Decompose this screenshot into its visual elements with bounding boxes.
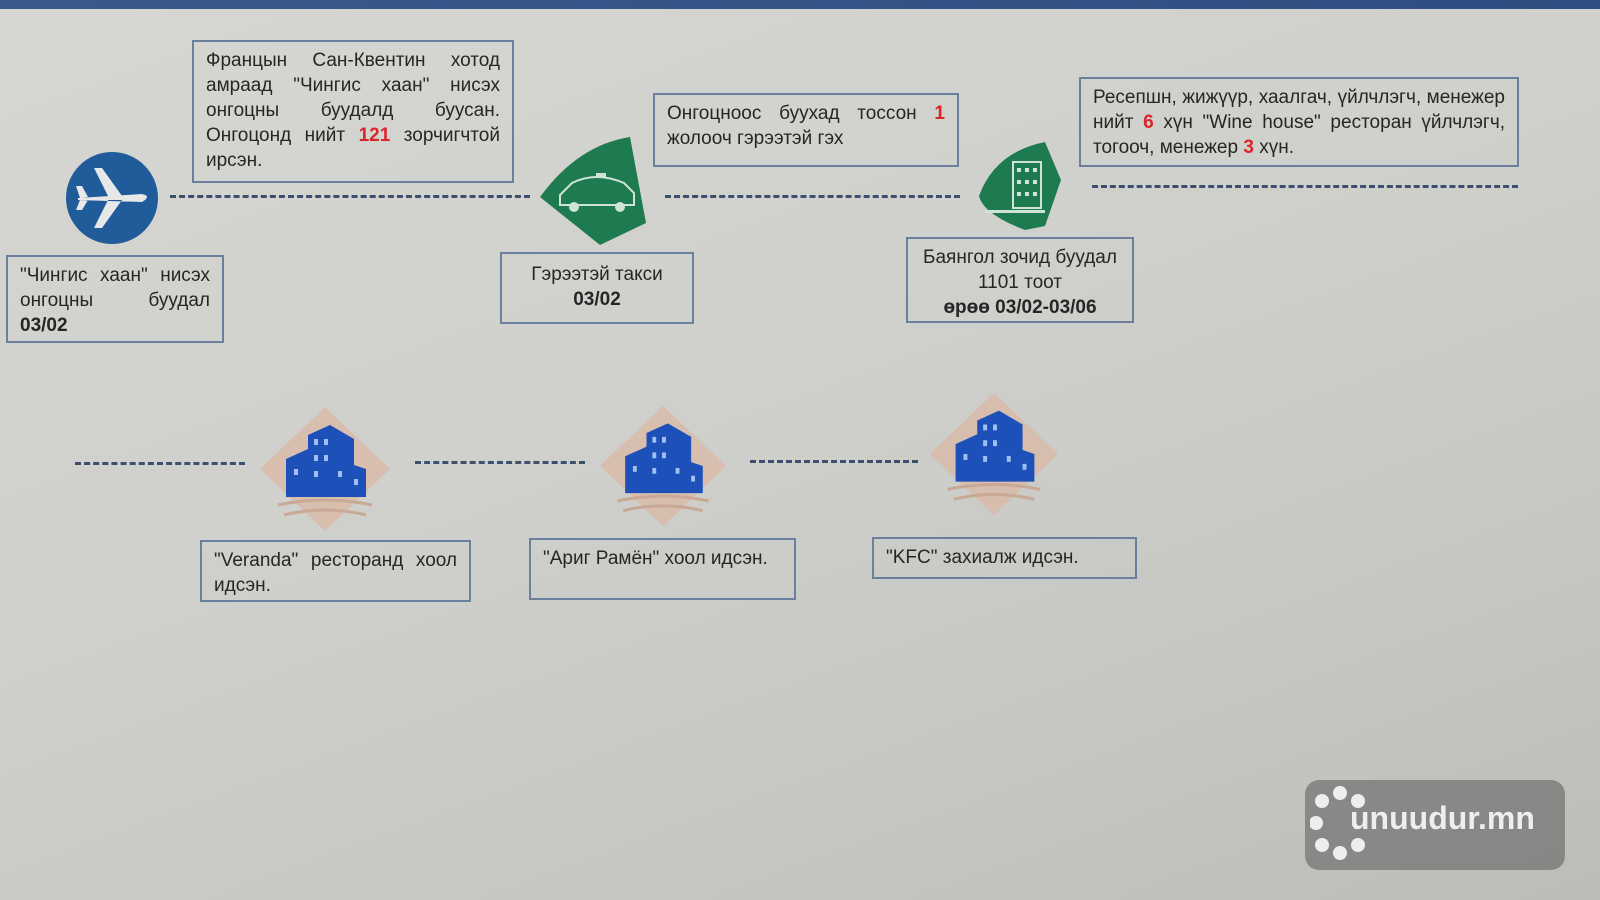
top-bar: [0, 0, 1600, 9]
building-icon: [599, 405, 727, 527]
connector-line: [170, 195, 530, 198]
veranda-box: "Veranda" ресторанд хоол идсэн.: [200, 540, 471, 602]
driver-note-box: Онгоцноос буухад тоссон 1 жолооч гэрээтэ…: [653, 93, 959, 167]
building-icon: [929, 392, 1059, 516]
staff-note-text-2: хүн "Wine house" ресторан үйлчлэгч, того…: [1093, 112, 1505, 158]
taxi-date: 03/02: [573, 289, 621, 310]
connector-line: [1092, 185, 1518, 188]
connector-line: [415, 461, 585, 464]
connector-line: [665, 195, 960, 198]
arig-box: "Ариг Рамён" хоол идсэн.: [529, 538, 796, 600]
driver-note-text-end: жолооч гэрээтэй гэх: [667, 128, 844, 149]
taxi-icon: [540, 137, 646, 245]
hotel-title: Баянгол зочид буудал 1101 тоот: [923, 247, 1117, 293]
building-icon: [260, 407, 390, 531]
arrival-note-box: Францын Сан-Квентин хотод амраад "Чингис…: [192, 40, 514, 183]
taxi-box: Гэрээтэй такси 03/02: [500, 252, 694, 324]
airport-label: "Чингис хаан" нисэх онгоцны буудал: [20, 265, 210, 311]
watermark-background: [1305, 780, 1565, 870]
arrival-note-text: Францын Сан-Квентин хотод амраад "Чингис…: [206, 50, 500, 146]
kfc-text: "KFC" захиалж идсэн.: [886, 547, 1079, 568]
staff-note-box: Ресепшн, жижүүр, хаалгач, үйлчлэгч, мене…: [1079, 77, 1519, 167]
driver-note-text: Онгоцноос буухад тоссон: [667, 103, 935, 124]
airplane-icon: [66, 152, 158, 244]
watermark-dots-icon: [1310, 786, 1365, 860]
airport-date: 03/02: [20, 315, 68, 336]
hotel-box: Баянгол зочид буудал 1101 тоот өрөө 03/0…: [906, 237, 1134, 323]
arrival-note-text-end: зорчигчтой ирсэн.: [206, 125, 500, 171]
airport-box: "Чингис хаан" нисэх онгоцны буудал 03/02: [6, 255, 224, 343]
taxi-title: Гэрээтэй такси: [531, 264, 663, 285]
veranda-text: "Veranda" ресторанд хоол идсэн.: [214, 550, 457, 596]
hotel-icon: [979, 142, 1061, 230]
connector-line: [75, 462, 245, 465]
passenger-count: 121: [358, 125, 391, 146]
arig-text: "Ариг Рамён" хоол идсэн.: [543, 548, 768, 569]
watermark-text: unuudur.mn: [1350, 800, 1535, 836]
connector-line: [750, 460, 918, 463]
driver-count: 1: [934, 103, 945, 124]
hotel-date: өрөө 03/02-03/06: [943, 297, 1097, 318]
staff-count: 6: [1143, 112, 1154, 133]
staff-note-text-3: хүн.: [1253, 137, 1294, 158]
kfc-box: "KFC" захиалж идсэн.: [872, 537, 1137, 579]
restaurant-staff-count: 3: [1243, 137, 1254, 158]
staff-note-text: Ресепшн, жижүүр, хаалгач, үйлчлэгч, мене…: [1093, 87, 1505, 133]
